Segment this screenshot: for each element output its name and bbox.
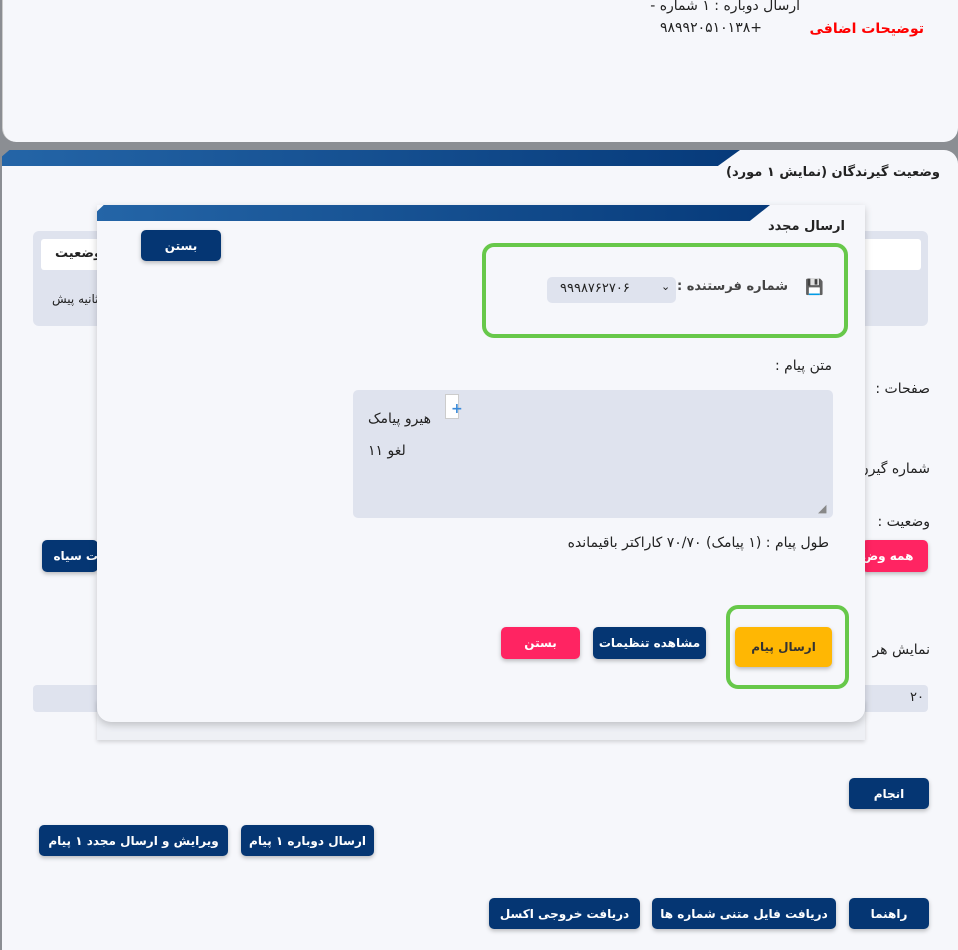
chevron-down-icon: ⌄ — [661, 280, 671, 293]
modal-close-button[interactable]: بستن — [501, 627, 580, 659]
message-line-2: لغو ۱۱ — [368, 443, 406, 459]
extra-description-label: توضیحات اضافی — [809, 21, 924, 37]
message-label: متن پیام : — [774, 358, 832, 374]
status-title: وضعیت گیرندگان (نمایش ۱ مورد) — [726, 165, 940, 180]
modal-close-top-button[interactable]: بستن — [141, 230, 221, 261]
column-header-status: وضعیت — [55, 246, 103, 261]
excel-export-button[interactable]: دریافت خروجی اکسل — [489, 898, 640, 929]
pages-label: صفحات : — [875, 381, 930, 397]
sender-highlight — [482, 243, 848, 338]
sender-select[interactable] — [547, 277, 676, 303]
info-card — [2, 0, 958, 142]
message-line-1: هیرو پیامک — [368, 411, 431, 427]
all-status-button[interactable]: همه وض — [862, 540, 928, 572]
message-length-info: طول پیام : (۱ پیامک) ۷۰/۷۰ کاراکتر باقیم… — [567, 535, 829, 551]
image-placeholder-icon: + — [445, 394, 463, 419]
send-highlight — [726, 605, 849, 689]
status-label: وضعیت : — [877, 514, 930, 530]
save-icon: 💾 — [805, 278, 824, 296]
resend-button[interactable]: ارسال دوباره ۱ پیام — [241, 825, 374, 856]
help-button[interactable]: راهنما — [849, 898, 929, 929]
per-page-label: نمایش هر — [872, 642, 930, 658]
resize-handle-icon[interactable]: ◢ — [818, 502, 827, 515]
blacklist-button[interactable]: ت سیاه — [42, 540, 98, 572]
send-message-button[interactable]: ارسال پیام — [735, 627, 832, 667]
sender-select-value: ۹۹۹۸۷۶۲۷۰۶ — [560, 281, 630, 296]
table-cell-time: ثانیه پیش — [52, 292, 99, 306]
sender-label: شماره فرستنده : — [677, 279, 788, 294]
download-numbers-button[interactable]: دریافت فایل متنی شماره ها — [652, 898, 836, 929]
view-settings-button[interactable]: مشاهده تنظیمات — [593, 627, 706, 659]
card-header-bar — [2, 150, 740, 166]
message-textarea[interactable] — [353, 390, 833, 518]
per-page-value: ۲۰ — [910, 690, 924, 705]
modal-title: ارسال مجدد — [767, 219, 845, 234]
phone-text: +۹۸۹۹۲۰۵۱۰۱۳۸ — [660, 20, 762, 36]
recipient-number-label: شماره گیرن — [858, 461, 930, 477]
edit-resend-button[interactable]: ویرایش و ارسال مجدد ۱ پیام — [39, 825, 228, 856]
modal-header-bar — [97, 205, 770, 221]
done-button[interactable]: انجام — [849, 778, 929, 809]
resend-count-text: ارسال دوباره : ۱ شماره - — [650, 0, 800, 14]
